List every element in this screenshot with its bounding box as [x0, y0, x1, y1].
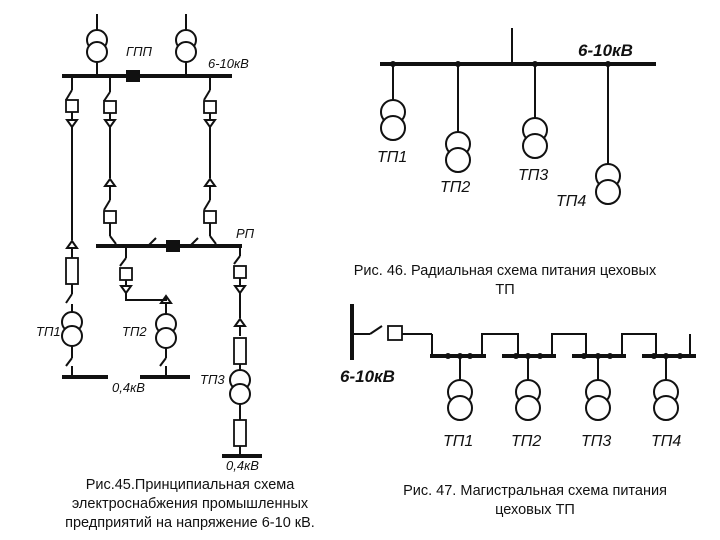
fig46-caption-line1: Рис. 46. Радиальная схема питания цеховы…: [353, 263, 657, 279]
feeder-tp3: [229, 246, 251, 456]
fig45-principal-scheme: ГПП 6-10кВ ТП1 0,4кВ: [36, 14, 262, 473]
lv-label-1: 0,4кВ: [112, 380, 145, 395]
gpp-transformer-left: [86, 14, 108, 75]
fig45-caption-line1: Рис.45.Принципиальная схема: [85, 477, 295, 493]
fig46-radial-scheme: 6-10кВ ТП1 ТП2 ТП3 ТП4: [377, 28, 656, 210]
fig45-tp2-label: ТП2: [122, 324, 147, 339]
fig46-caption: Рис. 46. Радиальная схема питания цеховы…: [300, 262, 710, 300]
fig47-tp2: [502, 333, 587, 421]
fig47-caption-line2: цеховых ТП: [495, 502, 575, 518]
fig47-voltage-label: 6-10кВ: [340, 367, 395, 386]
gpp-transformer-right: [175, 14, 197, 75]
fig47-tp4: [642, 334, 696, 421]
fig46-tp1-label: ТП1: [377, 149, 407, 166]
fig45-tp3-label: ТП3: [200, 372, 225, 387]
fig47-tp2-label: ТП2: [511, 433, 541, 450]
fig47-tp3-label: ТП3: [581, 433, 611, 450]
fig47-trunk-scheme: 6-10кВ ТП1 ТП2: [340, 304, 696, 450]
fig45-voltage-label: 6-10кВ: [208, 56, 249, 71]
rp-section-breaker: [166, 240, 180, 252]
lv-label-2: 0,4кВ: [226, 458, 259, 473]
fig46-tp3-label: ТП3: [518, 167, 548, 184]
fig45-caption: Рис.45.Принципиальная схема электроснабж…: [20, 476, 360, 533]
feeder-tp2: [119, 246, 177, 376]
fig46-caption-line2: ТП: [495, 282, 515, 298]
fig45-caption-line2: электроснабжения промышленных: [71, 496, 309, 512]
fig46-tp2: [445, 61, 471, 173]
gpp-label: ГПП: [126, 44, 152, 59]
fig46-tp3: [522, 61, 548, 159]
fig45-caption-line3: предприятий на напряжение 6-10 кВ.: [65, 515, 315, 531]
fig46-tp4-label: ТП4: [556, 193, 586, 210]
fig47-tp1-label: ТП1: [443, 433, 473, 450]
fig47-tp3: [572, 333, 657, 421]
fig47-caption: Рис. 47. Магистральная схема питания цех…: [360, 482, 710, 520]
fig47-tp1: [430, 333, 519, 421]
fig46-voltage-label: 6-10кВ: [578, 41, 633, 60]
fig45-tp1-label: ТП1: [36, 324, 61, 339]
fig46-tp4: [595, 61, 621, 205]
gpp-section-breaker: [126, 70, 140, 82]
rp-label: РП: [236, 226, 255, 241]
feeder-rp-right: [203, 76, 217, 245]
fig47-caption-line1: Рис. 47. Магистральная схема питания: [403, 483, 667, 499]
fig46-tp2-label: ТП2: [440, 179, 470, 196]
fig46-tp1: [380, 61, 406, 141]
feeder-tp1: [61, 76, 83, 376]
feeder-rp-left: [103, 76, 117, 245]
fig47-tp4-label: ТП4: [651, 433, 681, 450]
